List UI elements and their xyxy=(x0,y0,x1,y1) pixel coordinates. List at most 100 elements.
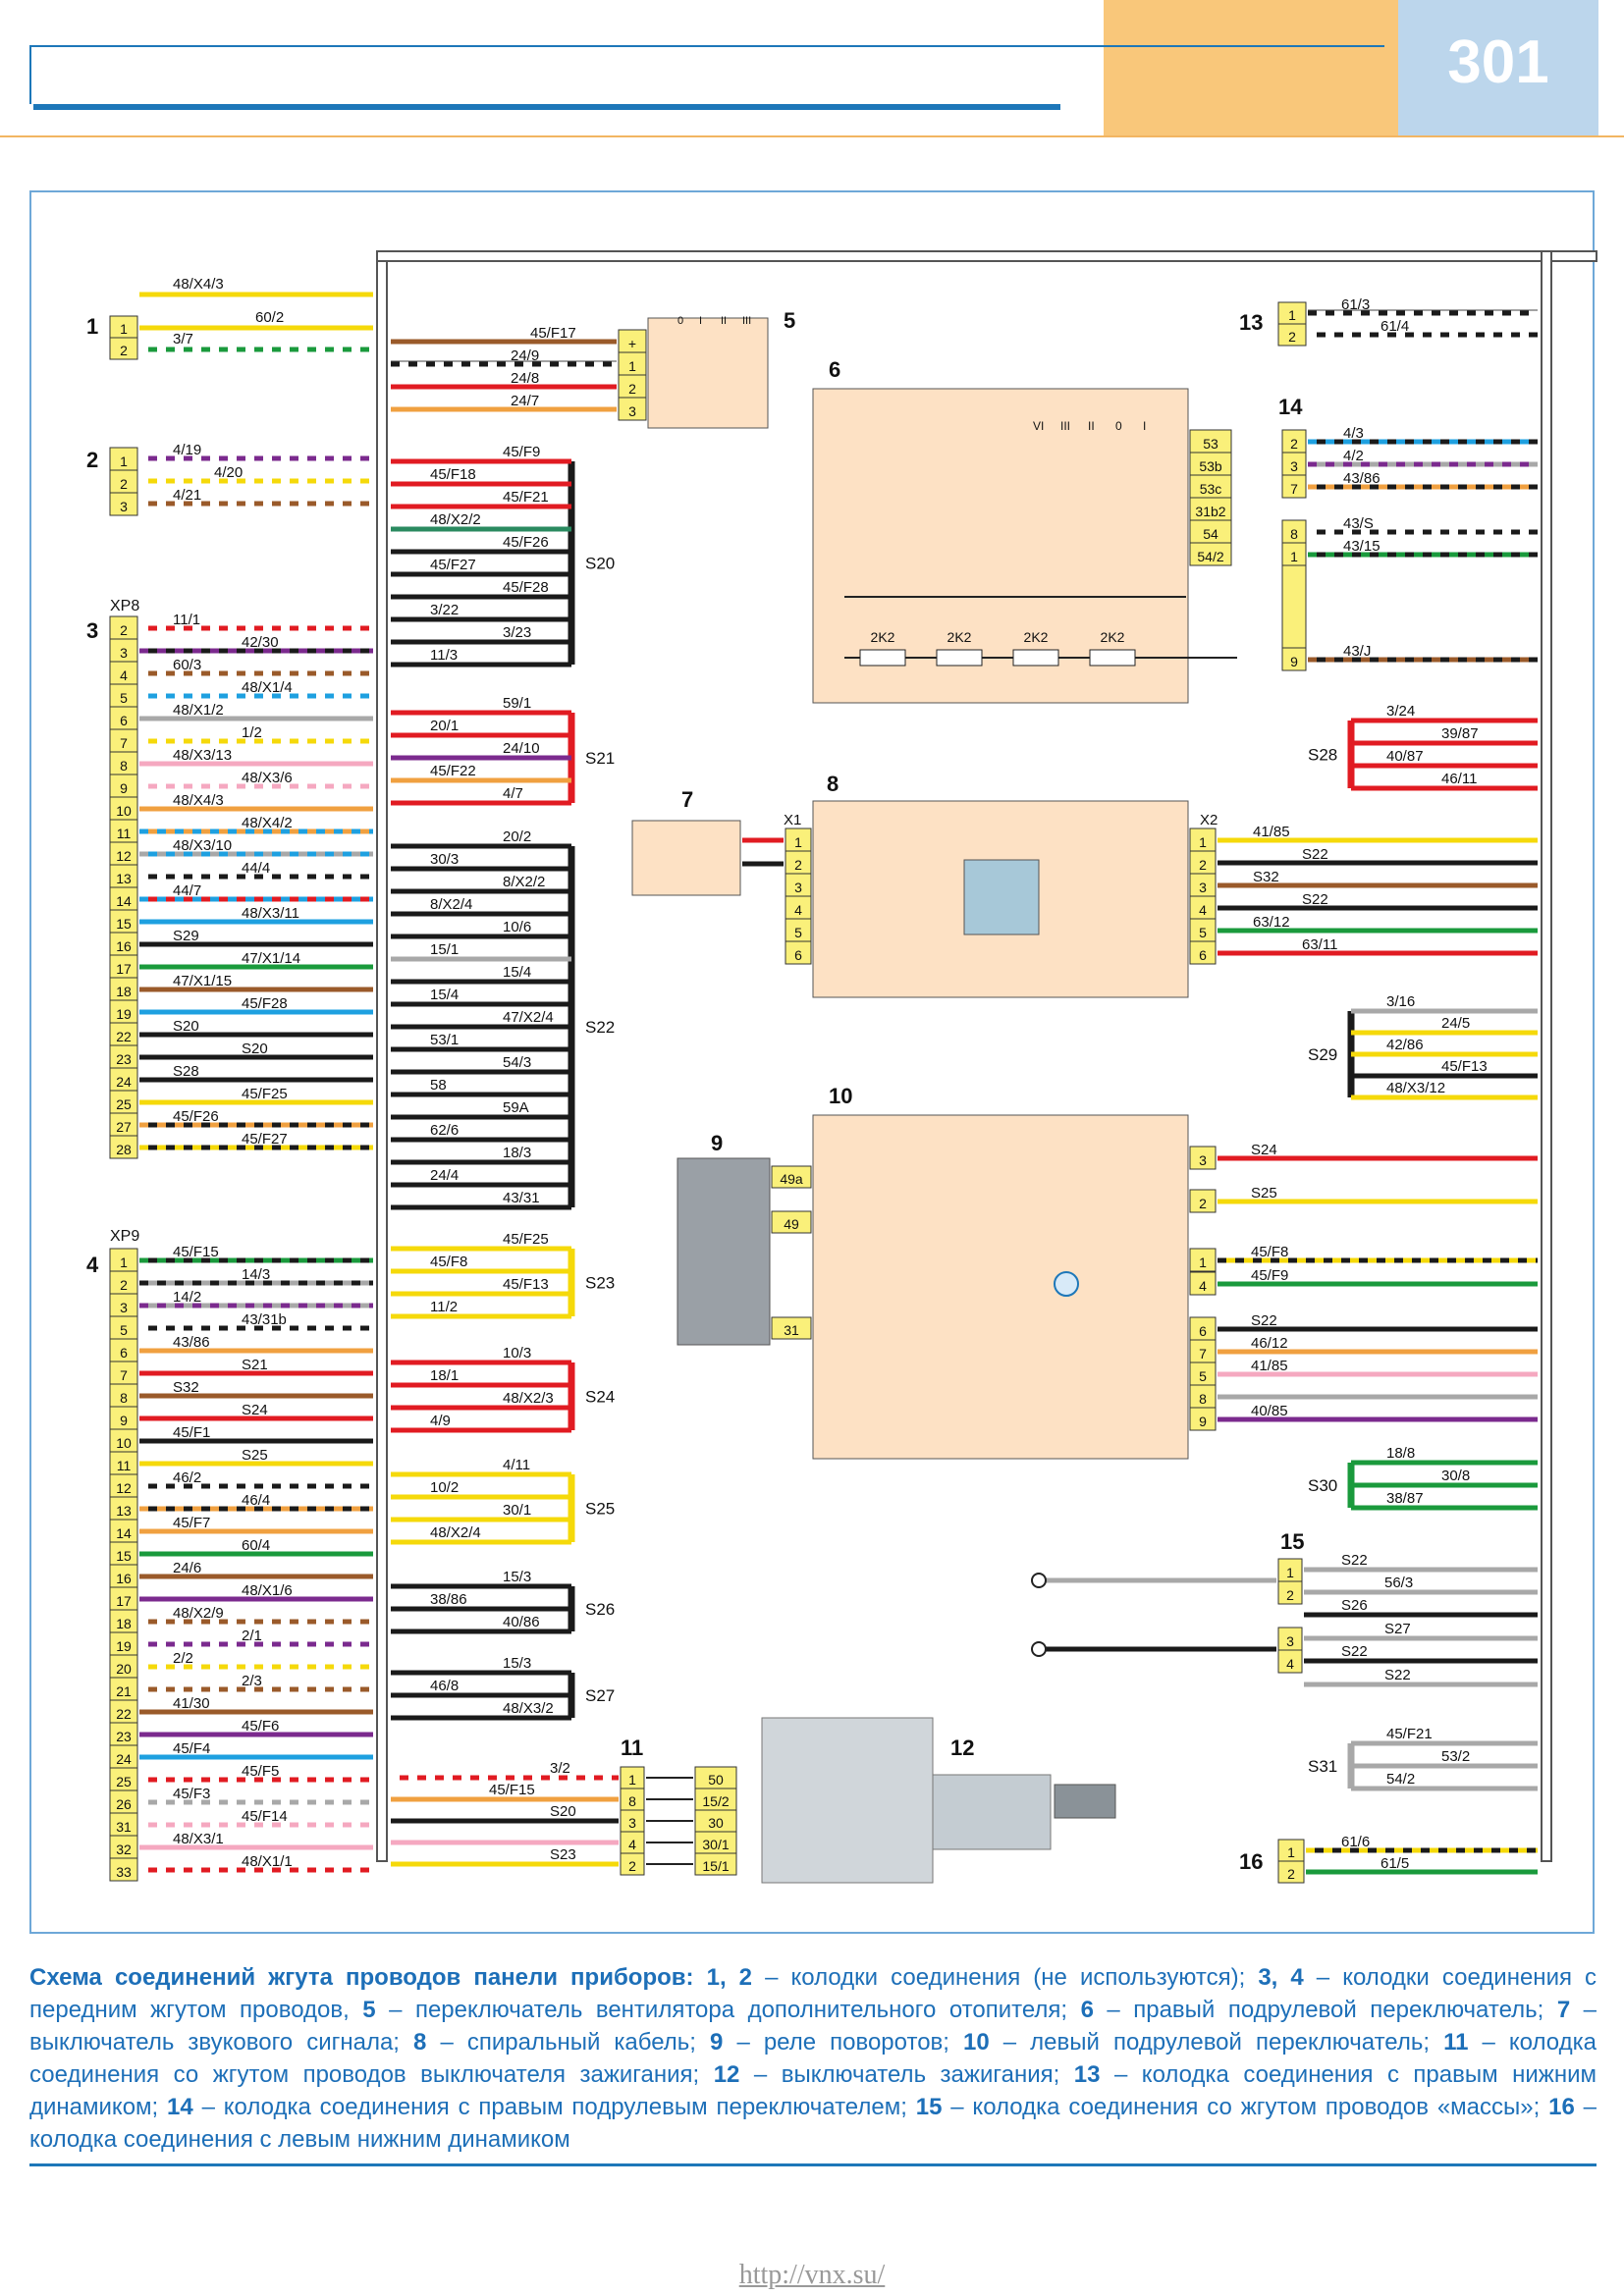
pin-label: 2 xyxy=(628,1858,636,1874)
connector-pin xyxy=(1189,1248,1217,1272)
pin-label: 49a xyxy=(780,1171,803,1187)
wire-label: 45/F28 xyxy=(503,579,549,596)
wire-label: 48/X4/3 xyxy=(173,276,224,293)
wire-label: 24/6 xyxy=(173,1560,201,1576)
wire-label: 60/3 xyxy=(173,657,201,673)
wire-label: 4/21 xyxy=(173,487,201,504)
wire-label: 24/8 xyxy=(511,370,539,387)
wire-label: 8/X2/2 xyxy=(503,874,545,890)
wire-label: S28 xyxy=(173,1063,199,1080)
wire-label: 40/85 xyxy=(1251,1403,1288,1419)
wire-label: 18/8 xyxy=(1386,1445,1415,1462)
wire-label: 58 xyxy=(430,1077,447,1094)
caption-item-text: – спиральный кабель; xyxy=(426,2029,711,2056)
pin-label: 31b2 xyxy=(1195,504,1225,519)
pin-label: 22 xyxy=(116,1029,132,1044)
page-number: 301 xyxy=(1447,28,1549,96)
pin-label: 1 xyxy=(1290,549,1298,564)
wire-label: 42/86 xyxy=(1386,1037,1424,1053)
wire-label: 59A xyxy=(503,1099,529,1116)
wire-label: 4/20 xyxy=(214,464,243,481)
wire-label: 45/F27 xyxy=(430,557,476,573)
wire-label: 3/16 xyxy=(1386,993,1415,1010)
connector-pin-gap xyxy=(1281,564,1307,649)
wire-label: 48/X3/10 xyxy=(173,837,232,854)
wire-label: S20 xyxy=(550,1803,576,1820)
wire-label: 60/2 xyxy=(255,309,284,326)
wire-label: 45/F1 xyxy=(173,1424,210,1441)
pin-label: 24 xyxy=(116,1751,132,1767)
pin-label: 24 xyxy=(116,1074,132,1090)
pin-label: 18 xyxy=(116,1616,132,1631)
connector-pin xyxy=(1189,542,1232,566)
wire-label: 4/7 xyxy=(503,785,523,802)
wire-label: 4/3 xyxy=(1343,425,1364,442)
wire-label: 45/F26 xyxy=(503,534,549,551)
component-number: 13 xyxy=(1239,310,1263,335)
pin-label: 17 xyxy=(116,1593,132,1609)
wire-label: 24/4 xyxy=(430,1167,459,1184)
wire-label: 10/3 xyxy=(503,1345,531,1362)
pin-label: 3 xyxy=(1199,880,1207,895)
connector-pin xyxy=(1189,1271,1217,1296)
footer-url[interactable]: http://vnx.su/ xyxy=(738,2260,886,2290)
caption-item-number: 16 xyxy=(1548,2094,1575,2120)
splice-label: S22 xyxy=(585,1018,615,1037)
resistor xyxy=(1012,649,1059,667)
pin-label: 1 xyxy=(794,834,802,850)
header-rule-top xyxy=(29,45,1384,47)
pin-label: 6 xyxy=(1199,947,1207,963)
wire-label: S23 xyxy=(550,1846,576,1863)
ground-terminal-icon xyxy=(1031,1573,1047,1588)
ignition-key-icon xyxy=(1054,1784,1116,1819)
pin-label: 25 xyxy=(116,1774,132,1789)
component-number: 7 xyxy=(681,787,693,812)
wire-label: 61/6 xyxy=(1341,1834,1370,1850)
caption-item-number: 14 xyxy=(167,2094,193,2120)
connector-pin xyxy=(109,337,138,360)
wire-label: 30/3 xyxy=(430,851,459,868)
wire-label: 53/2 xyxy=(1441,1748,1470,1765)
caption-item-number: 7 xyxy=(1556,1997,1571,2023)
splice-label: S20 xyxy=(585,555,615,573)
wire-label: 20/1 xyxy=(430,718,459,734)
pin-label: 4 xyxy=(1199,1278,1207,1294)
wire-label: 4/9 xyxy=(430,1413,451,1429)
flasher-relay-body xyxy=(677,1157,771,1346)
connector-pin xyxy=(1277,323,1307,347)
pin-label: 28 xyxy=(116,1142,132,1157)
wire-label: 42/30 xyxy=(242,634,279,651)
pin-label: 13 xyxy=(116,871,132,886)
wire-label: 45/F14 xyxy=(242,1808,288,1825)
wire-label: 4/11 xyxy=(503,1457,530,1473)
pin-label: 12 xyxy=(116,848,132,864)
splice-label: S23 xyxy=(585,1274,615,1293)
pin-label: 4 xyxy=(1286,1656,1294,1672)
pin-label: 15/1 xyxy=(702,1858,729,1874)
wire-label: 48/X3/1 xyxy=(173,1831,224,1847)
pin-label: 6 xyxy=(120,713,128,728)
component-number: 11 xyxy=(621,1735,643,1760)
pin-label: 2 xyxy=(120,1277,128,1293)
wire-label: 8/X2/4 xyxy=(430,896,472,913)
wire-label: 48/X3/11 xyxy=(242,905,299,922)
pin-label: + xyxy=(628,336,636,351)
caption-item-text: – выключатель зажигания; xyxy=(739,2061,1074,2088)
wire-label: 63/11 xyxy=(1302,936,1337,953)
wire-label: 48/X4/2 xyxy=(242,815,293,831)
pin-label: 5 xyxy=(1199,925,1207,940)
wire-label: 48/X2/3 xyxy=(503,1390,554,1407)
connector-sub-label: X1 xyxy=(784,812,801,828)
wire-label: 30/8 xyxy=(1441,1468,1470,1484)
wire-label: 11/3 xyxy=(430,647,458,664)
pin-label: 16 xyxy=(116,1571,132,1586)
figure-caption: Схема соединений жгута проводов панели п… xyxy=(29,1961,1597,2156)
pin-label: 2 xyxy=(1199,1196,1207,1211)
wire-label: 60/4 xyxy=(242,1537,270,1554)
pin-label: 2 xyxy=(628,381,636,397)
splice-label: S30 xyxy=(1308,1476,1337,1495)
pin-label: 4 xyxy=(628,1837,636,1852)
wire-label: 14/3 xyxy=(242,1266,270,1283)
pin-label: 1 xyxy=(120,1255,128,1270)
switch-position: 0 xyxy=(1115,419,1122,433)
